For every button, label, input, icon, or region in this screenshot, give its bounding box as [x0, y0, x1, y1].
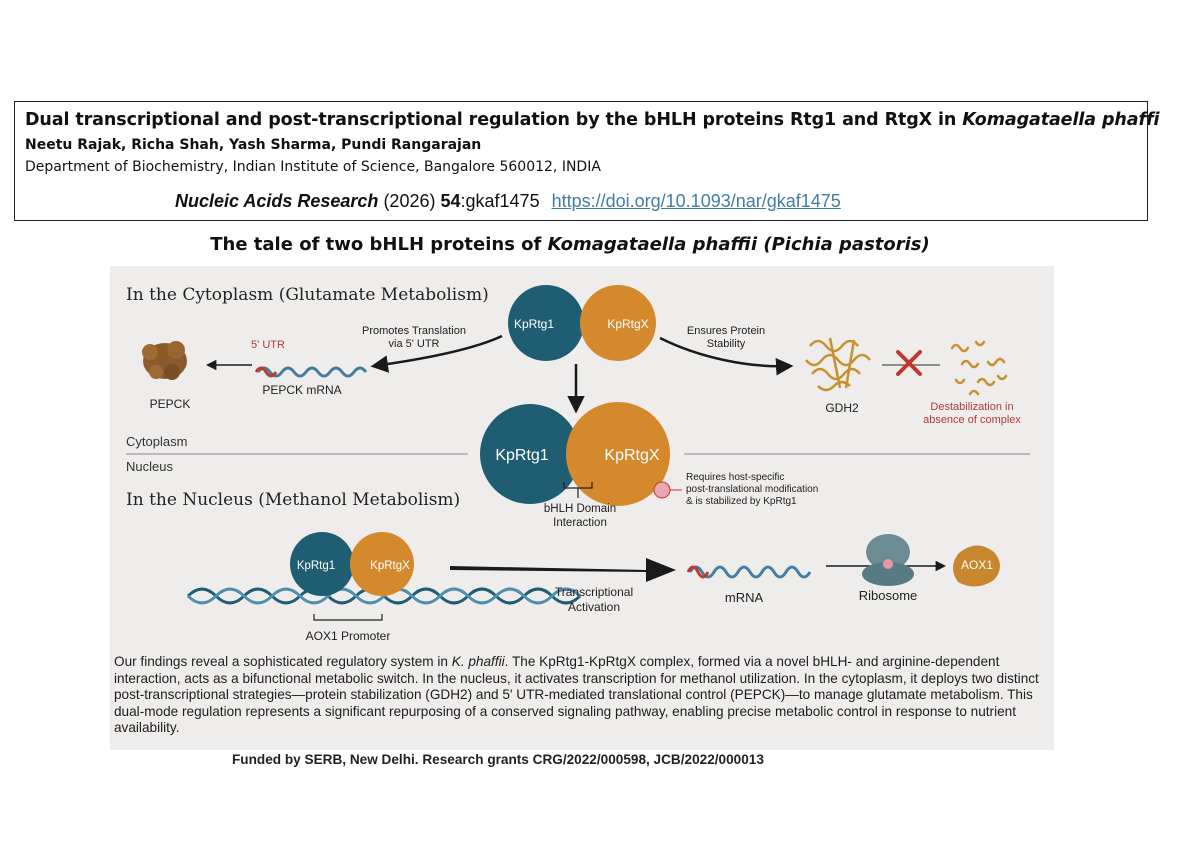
pepck-mrna-label: PEPCK mRNA [262, 383, 341, 397]
kprtg1-protein [508, 285, 584, 361]
dna-bound-complex: KpRtg1 KpRtgX [290, 532, 414, 596]
aox1-promoter-label: AOX1 Promoter [306, 629, 391, 643]
cytoplasm-complex: KpRtg1 KpRtgX [508, 285, 656, 361]
kprtgx-dna-label: KpRtgX [370, 560, 410, 572]
translation-arrow [370, 334, 503, 373]
kprtgx-protein [580, 285, 656, 361]
graphical-abstract-diagram: In the Cytoplasm (Glutamate Metabolism) … [126, 285, 1030, 643]
graphical-abstract: In the Cytoplasm (Glutamate Metabolism) … [110, 266, 1054, 750]
pepck-protein-icon [142, 341, 187, 380]
kprtg1-large [480, 404, 580, 504]
kprtgx-label: KpRtgX [607, 317, 648, 331]
journal-volume: 54 [440, 191, 461, 211]
journal-citation: Nucleic Acids Research (2026) 54:gkaf147… [175, 191, 841, 211]
journal-name: Nucleic Acids Research [175, 191, 379, 211]
kprtg1-large-label: KpRtg1 [495, 447, 548, 464]
paper-title: Dual transcriptional and post-transcript… [25, 110, 1160, 130]
ribosome-label: Ribosome [859, 588, 918, 603]
utr-segment [254, 366, 278, 378]
mrna-utr [686, 565, 710, 579]
nucleus-label: Nucleus [126, 459, 173, 474]
transcription-arrow [450, 558, 676, 582]
cytoplasm-section-title: In the Cytoplasm (Glutamate Metabolism) [126, 285, 489, 305]
destabilized-fragments-icon [950, 340, 1008, 396]
article-id: :gkaf1475 [460, 191, 540, 211]
funding-note: Funded by SERB, New Delhi. Research gran… [232, 752, 764, 767]
ptm-site [653, 481, 671, 499]
mrna-label: mRNA [725, 590, 764, 605]
mrna-strand [688, 565, 812, 579]
dna-helix-icon [186, 587, 582, 605]
nucleus-section-title: In the Nucleus (Methanol Metabolism) [126, 490, 460, 510]
cytoplasm-label: Cytoplasm [126, 434, 187, 449]
aox1-protein-icon [953, 545, 1000, 587]
citation-header-box: Dual transcriptional and post-transcript… [14, 101, 1159, 221]
kprtg1-dna [290, 532, 354, 596]
pepck-mrna-strand [256, 366, 368, 378]
cross-icon [896, 350, 922, 376]
doi-link[interactable]: https://doi.org/10.1093/nar/gkaf1475 [551, 191, 841, 211]
kprtgx-large [566, 402, 670, 506]
bhlh-bracket [563, 482, 593, 498]
summary-paragraph: Our findings reveal a sophisticated regu… [114, 654, 1039, 736]
pepck-label: PEPCK [150, 397, 191, 411]
gdh2-label: GDH2 [825, 401, 859, 415]
figure-heading: The tale of two bHLH proteins of Komagat… [210, 234, 930, 255]
author-list: Neetu Rajak, Richa Shah, Yash Sharma, Pu… [25, 137, 482, 153]
gdh2-protein-icon [805, 337, 871, 392]
utr-label: 5' UTR [251, 339, 285, 351]
kprtg1-dna-label: KpRtg1 [297, 560, 335, 572]
kprtgx-dna [350, 532, 414, 596]
affiliation: Department of Biochemistry, Indian Insti… [25, 159, 601, 175]
kprtg1-label: KpRtg1 [514, 317, 554, 331]
stability-arrow [659, 336, 794, 376]
promoter-bracket [313, 614, 383, 621]
nuclear-interface-complex: KpRtg1 KpRtgX [480, 402, 671, 506]
aox1-label: AOX1 [961, 558, 993, 572]
ribosome-icon [862, 534, 914, 586]
kprtgx-large-label: KpRtgX [604, 447, 659, 464]
